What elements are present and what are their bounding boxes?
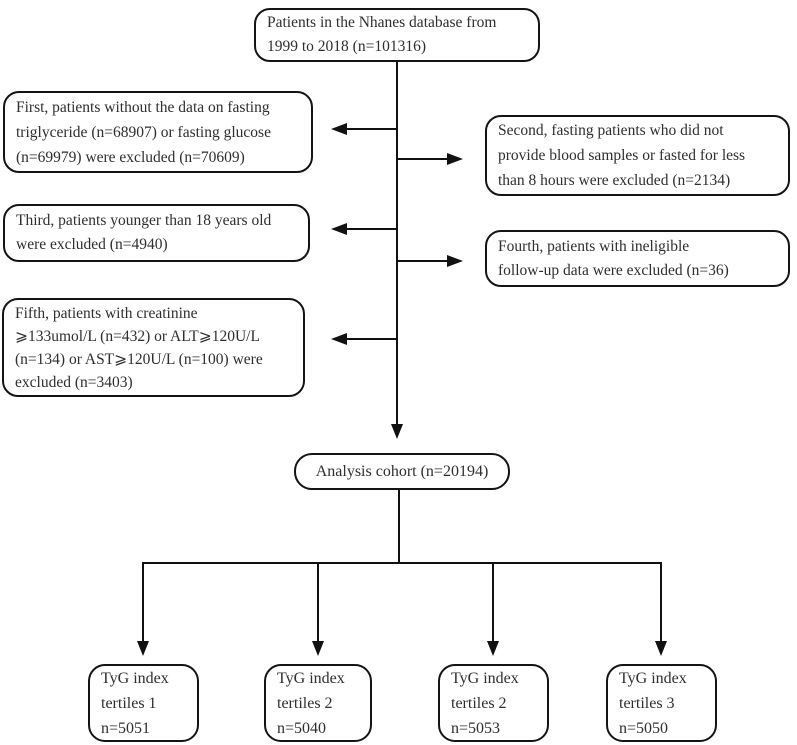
node-tertile-1: TyG index tertiles 1 n=5051: [88, 664, 199, 742]
arrow-down-icon: [312, 641, 324, 656]
node-exclusion-fifth: Fifth, patients with creatinine ⩾133umol…: [2, 298, 305, 397]
arrow-left-icon: [331, 123, 347, 135]
node-tertile-3: TyG index tertiles 2 n=5053: [438, 664, 549, 742]
node-analysis-cohort: Analysis cohort (n=20194): [294, 453, 510, 490]
node-exclusion-fourth: Fourth, patients with ineligible follow-…: [485, 230, 790, 287]
arrow-right-icon: [447, 153, 463, 165]
node-exclusion-third: Third, patients younger than 18 years ol…: [3, 204, 310, 262]
node-exclusion-first: First, patients without the data on fast…: [3, 91, 313, 173]
arrow-left-icon: [331, 223, 347, 235]
node-source-population: Patients in the Nhanes database from 199…: [254, 8, 540, 62]
node-exclusion-second: Second, fasting patients who did not pro…: [485, 115, 790, 196]
arrow-down-icon: [487, 641, 499, 656]
node-tertile-4: TyG index tertiles 3 n=5050: [606, 664, 717, 742]
arrow-down-icon: [391, 424, 403, 439]
arrow-down-icon: [655, 641, 667, 656]
arrow-left-icon: [331, 333, 347, 345]
node-tertile-2: TyG index tertiles 2 n=5040: [264, 664, 372, 742]
arrow-right-icon: [447, 255, 463, 267]
arrow-down-icon: [137, 641, 149, 656]
